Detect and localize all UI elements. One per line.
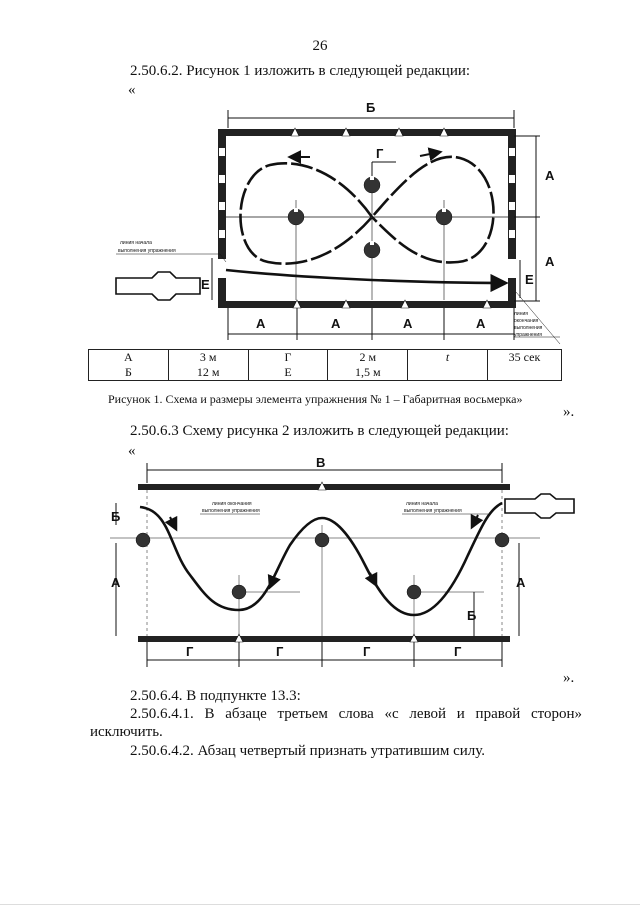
table-cell: Г Е	[247, 349, 329, 381]
paragraph-1: 2.50.6.4. В подпункте 13.3:	[130, 688, 301, 704]
label-g-bottom-1: Г	[186, 644, 194, 659]
figure-eight-path	[239, 155, 495, 265]
open-quote-2: «	[128, 443, 136, 459]
label-a-bottom-4: А	[476, 316, 486, 331]
table-cell: 3 м 12 м	[167, 349, 249, 381]
label-a-right-upper: А	[545, 168, 555, 183]
label-b-left: Б	[111, 509, 120, 524]
boundary-left-upper	[218, 129, 226, 259]
table-cell: t	[407, 349, 488, 381]
label-a-right: А	[516, 575, 526, 590]
end-line-label-2: окончания	[514, 318, 539, 324]
label-e-left: Е	[201, 277, 210, 292]
table-cell: А Б	[88, 349, 169, 381]
dimensions-table: А Б 3 м 12 м Г Е 2 м 1,5 м t 35 сек	[88, 349, 563, 381]
boundary-right-lower	[508, 278, 516, 308]
start-line-label-1: линия начала	[120, 240, 152, 246]
table-cell: 2 м 1,5 м	[327, 349, 409, 381]
label-a-bottom-3: А	[403, 316, 413, 331]
label-a-left: А	[111, 575, 121, 590]
open-quote-1: «	[128, 82, 136, 98]
figure-1-caption: Рисунок 1. Схема и размеры элемента упра…	[108, 392, 523, 406]
label-g-bottom-4: Г	[454, 644, 462, 659]
label-a-bottom-1: А	[256, 316, 266, 331]
page-number: 26	[312, 38, 328, 54]
label-g-bottom-2: Г	[276, 644, 284, 659]
boundary-top	[218, 129, 514, 136]
table-cell: 35 сек	[486, 349, 563, 381]
section-1-heading: 2.50.6.2. Рисунок 1 изложить в следующей…	[130, 63, 471, 79]
section-2-heading: 2.50.6.3 Схему рисунка 2 изложить в след…	[130, 423, 509, 439]
end-line-label-4: упражнения	[514, 332, 542, 338]
start-line-label-2-1: линия начала	[406, 501, 438, 507]
vehicle-outline-2	[504, 493, 575, 519]
end-line-label-3: выполнения	[514, 325, 543, 331]
serpentine-diagram: В Б А А Б линия окончания выполнения упр…	[110, 455, 575, 667]
boundary-bottom-2	[138, 636, 510, 642]
end-line-label-1: линия	[514, 311, 528, 317]
vehicle-outline-1	[115, 271, 201, 301]
boundary-right-upper	[508, 129, 516, 259]
label-g-bottom-3: Г	[363, 644, 371, 659]
serpentine-path	[139, 501, 503, 617]
start-line-label-2: выполнения упражнения	[118, 248, 176, 254]
paragraph-2-line-2: исключить.	[90, 724, 163, 740]
boundary-bottom	[218, 301, 514, 308]
paragraph-2-line-1: 2.50.6.4.1. В абзаце третьем слова «с ле…	[130, 706, 582, 722]
label-b-right: Б	[467, 608, 476, 623]
boundary-left-lower	[218, 278, 226, 308]
label-e-right: Е	[525, 272, 534, 287]
paragraph-3: 2.50.6.4.2. Абзац четвертый признать утр…	[130, 743, 486, 759]
label-b-top: Б	[366, 100, 375, 115]
figure-eight-diagram: Б А А Е Е Г линия начала выполнения упра…	[115, 100, 561, 345]
start-line-label-2-2: выполнения упражнения	[404, 508, 462, 514]
close-quote-1: ».	[563, 404, 575, 420]
label-v-top: В	[316, 455, 325, 470]
close-quote-2: ».	[563, 670, 575, 686]
label-a-bottom-2: А	[331, 316, 341, 331]
label-a-right-lower: А	[545, 254, 555, 269]
end-line-label-2-1: линия окончания	[212, 501, 252, 507]
end-line-label-2-2: выполнения упражнения	[202, 508, 260, 514]
label-g: Г	[376, 146, 384, 161]
